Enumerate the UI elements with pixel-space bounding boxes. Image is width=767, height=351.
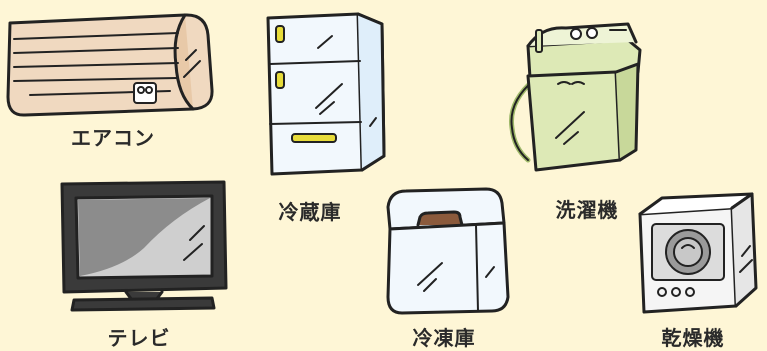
refrigerator-label: 冷蔵庫 (278, 200, 342, 224)
refrigerator-illustration (266, 12, 386, 176)
dryer-label: 乾燥機 (661, 326, 725, 350)
television-illustration (60, 180, 228, 312)
freezer-label: 冷凍庫 (412, 326, 476, 350)
air-conditioner-illustration (6, 13, 214, 117)
air-conditioner-label: エアコン (71, 126, 155, 150)
television-label: テレビ (107, 326, 171, 350)
dryer-illustration (638, 192, 758, 314)
washing-machine-illustration (508, 22, 642, 172)
freezer-illustration (386, 187, 510, 315)
washing-machine-label: 洗濯機 (555, 198, 619, 222)
